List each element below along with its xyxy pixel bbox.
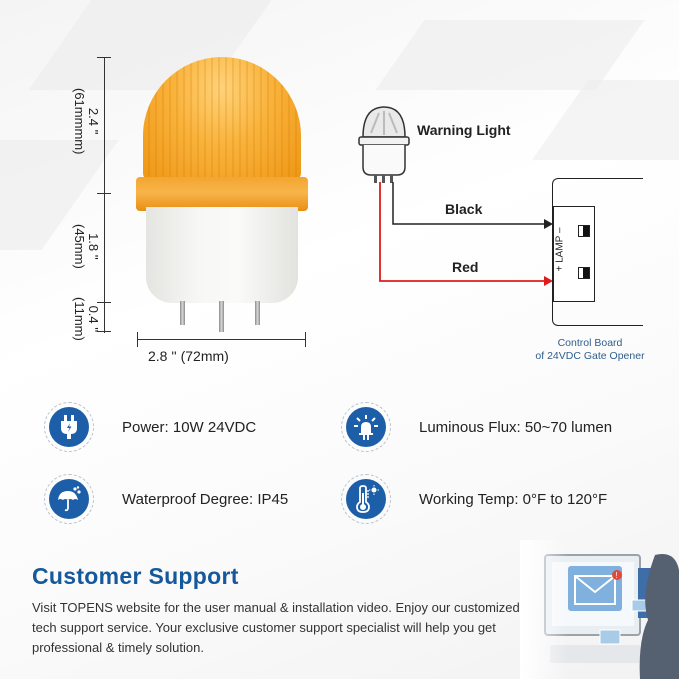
horizontal-dimension-line xyxy=(137,339,305,340)
spec-item-luminous-flux: Luminous Flux: 50~70 lumen xyxy=(341,402,612,452)
thermometer-icon xyxy=(341,474,391,524)
warning-light-outline-icon xyxy=(358,106,410,183)
dimension-tick xyxy=(305,332,306,347)
spec-item-waterproof: Waterproof Degree: IP45 xyxy=(44,474,288,524)
customer-support-body: Visit TOPENS website for the user manual… xyxy=(32,600,520,655)
pin xyxy=(219,301,224,332)
dome-height-label: 2.4 '' (61mmmm) xyxy=(72,88,101,155)
terminal-minus xyxy=(578,225,590,237)
vertical-dimension-line xyxy=(104,57,105,333)
pin-length-label: 0.4 '' (11mm) xyxy=(72,297,101,341)
amber-ring xyxy=(136,177,308,211)
terminal-label: + LAMP – xyxy=(554,227,566,272)
spec-text: Waterproof Degree: IP45 xyxy=(122,490,289,508)
spec-text: Power: 10W 24VDC xyxy=(122,418,257,436)
spec-item-working-temp: Working Temp: 0°F to 120°F xyxy=(341,474,607,524)
dimension-tick xyxy=(97,331,111,332)
umbrella-rain-icon xyxy=(44,474,94,524)
dimension-tick xyxy=(97,57,111,58)
spec-text: Luminous Flux: 50~70 lumen xyxy=(419,418,613,436)
pin xyxy=(180,301,185,325)
terminal-plus xyxy=(578,267,590,279)
background-shape xyxy=(531,80,679,160)
warning-light-label: Warning Light xyxy=(417,122,511,138)
base-height-label: 1.8 '' (45mm) xyxy=(72,224,101,269)
customer-support-title: Customer Support xyxy=(32,563,239,589)
dimension-tick xyxy=(137,332,138,347)
amber-dome xyxy=(143,57,301,181)
dimension-tick xyxy=(97,193,111,194)
control-board-outline xyxy=(552,178,643,326)
wires xyxy=(379,182,553,286)
board-caption: Control Board of 24VDC Gate Opener xyxy=(535,337,645,362)
white-base xyxy=(146,207,298,303)
bulb-icon xyxy=(341,402,391,452)
width-label: 2.8 '' (72mm) xyxy=(148,348,229,364)
black-wire-label: Black xyxy=(445,201,483,217)
support-agent-illustration: ! xyxy=(520,540,679,679)
plug-icon xyxy=(44,402,94,452)
spec-item-power: Power: 10W 24VDC xyxy=(44,402,256,452)
lamp-terminal-block: + LAMP – xyxy=(553,206,595,302)
pin xyxy=(255,301,260,325)
dimension-tick xyxy=(97,302,111,303)
red-wire-label: Red xyxy=(452,259,479,275)
spec-text: Working Temp: 0°F to 120°F xyxy=(419,490,608,508)
